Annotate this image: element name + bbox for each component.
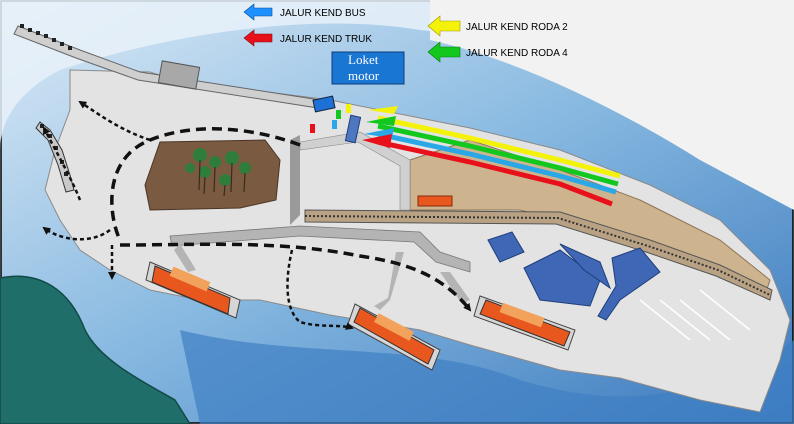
gate-marker-blue [332, 120, 337, 129]
breakwater-blocks [20, 24, 72, 50]
arrow-left-icon [362, 134, 392, 148]
arrow-left-icon [243, 3, 273, 21]
route-pier2 [286, 249, 354, 330]
rail-track [304, 209, 773, 301]
loket-motor-box [331, 51, 405, 85]
route-exit-lower [42, 226, 111, 241]
deep-water [180, 330, 794, 424]
lane-truk [377, 139, 613, 207]
loket-motor-line1: Loket [348, 52, 379, 67]
gate-marker-green [336, 110, 341, 119]
legend-roda4-label: JALUR KEND RODA 4 [466, 48, 568, 59]
arrow-left-icon [243, 29, 273, 47]
pier-road-left [174, 244, 196, 272]
route-exit-left [78, 100, 151, 142]
toll-gate [344, 114, 362, 144]
rail-line [304, 215, 771, 296]
mainland-shore [0, 275, 191, 424]
ferry-dock-1 [145, 261, 241, 319]
route-loop [110, 127, 301, 241]
lane-bus [377, 131, 617, 195]
gate-marker-yellow [346, 104, 351, 113]
ferry-dock-3 [473, 295, 576, 351]
lane-roda4 [377, 123, 619, 187]
building-icon [487, 231, 661, 321]
gate-marker-red [310, 124, 315, 133]
ferry-dock-2 [347, 303, 441, 371]
terminal-building [157, 60, 201, 90]
legend-roda2: JALUR KEND RODA 2 [427, 15, 568, 37]
legend-truk: JALUR KEND TRUK [243, 29, 372, 47]
internal-road [169, 225, 471, 273]
parking-block [417, 195, 453, 207]
forest-area [144, 139, 281, 211]
lane-roda2 [377, 115, 621, 179]
toll-booth [312, 95, 336, 113]
loket-motor-line2: motor [348, 68, 380, 83]
legend-truk-label: JALUR KEND TRUK [280, 34, 372, 45]
legend-roda2-label: JALUR KEND RODA 2 [466, 22, 568, 33]
lane-arrows [362, 106, 398, 148]
pier-road-right [440, 272, 470, 304]
route-main [119, 242, 472, 312]
arrow-left-icon [368, 106, 398, 114]
tree-icon [185, 148, 251, 186]
route-exit-upper [42, 126, 82, 201]
arrow-left-icon [366, 116, 396, 126]
vehicle-lanes [377, 115, 621, 207]
vehicle-routes [42, 100, 472, 330]
pier-road-mid [374, 252, 404, 310]
access-road [290, 135, 300, 225]
legend: JALUR KEND BUS JALUR KEND TRUK JALUR KEN… [243, 3, 568, 63]
legend-roda4: JALUR KEND RODA 4 [427, 41, 568, 63]
parking-markings [639, 289, 751, 341]
legend-bus: JALUR KEND BUS [243, 3, 366, 21]
arrow-left-icon [427, 15, 461, 37]
legend-bus-label: JALUR KEND BUS [280, 8, 366, 19]
upper-right-land [430, 0, 794, 210]
arrow-left-icon [427, 41, 461, 63]
